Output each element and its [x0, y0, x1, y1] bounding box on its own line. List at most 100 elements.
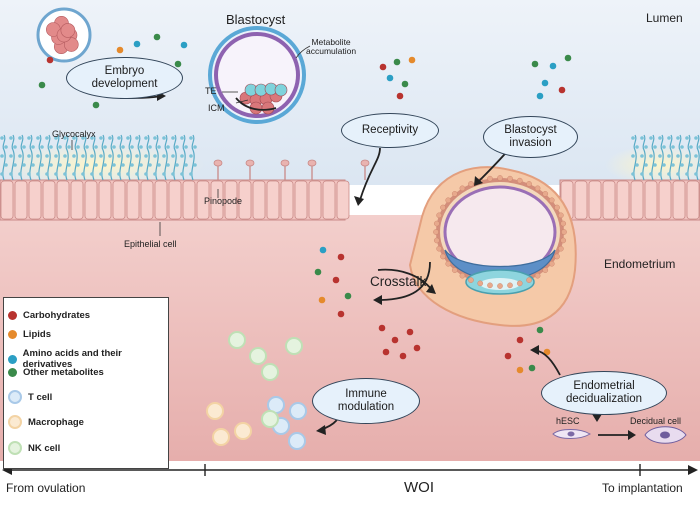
- trophoblast-dots: [433, 175, 567, 289]
- glycocalyx-bead: [13, 163, 17, 167]
- metabolite-dot: [396, 92, 404, 100]
- glycocalyx-bead: [94, 145, 98, 149]
- trophoblast-cell: [561, 229, 567, 235]
- glycocalyx-bead: [45, 172, 49, 176]
- glycocalyx-bead: [653, 145, 657, 149]
- glycocalyx-bead: [667, 172, 671, 176]
- pinopodes: [213, 159, 370, 180]
- glycocalyx-bead: [135, 172, 139, 176]
- icm-cell: [274, 83, 288, 97]
- glycocalyx-bead: [108, 136, 112, 140]
- glycocalyx-bead: [649, 136, 653, 140]
- glycocalyx-bead: [49, 145, 53, 149]
- glycocalyx-bead: [90, 136, 94, 140]
- legend-item-nk-cell: NK cell: [8, 441, 60, 455]
- trophoblast-cell: [548, 197, 555, 204]
- glycocalyx-bead: [27, 154, 31, 158]
- glycocalyx-bead: [635, 163, 639, 167]
- glycocalyx-bead: [121, 145, 125, 149]
- glycocalyx-bead: [40, 163, 44, 167]
- glycocalyx-bead: [644, 163, 648, 167]
- hesc-label: hESC: [556, 416, 580, 426]
- epithelial-cell: [602, 180, 616, 220]
- immune-cell: [261, 363, 279, 381]
- glycocalyx-strand: [182, 134, 186, 181]
- metabolite-dot: [133, 40, 141, 48]
- glycocalyx-bead: [72, 136, 76, 140]
- legend-label: Carbohydrates: [23, 310, 91, 321]
- glycocalyx-bead: [0, 172, 4, 176]
- glycocalyx-bead: [18, 154, 22, 158]
- trophoblast-cell: [468, 181, 474, 187]
- glycocalyx-bead: [644, 145, 648, 149]
- metabolite-dot: [174, 60, 182, 68]
- trophoblast-cell: [487, 282, 493, 289]
- glycocalyx-bead: [85, 145, 89, 149]
- timeline: [2, 464, 698, 476]
- pinopode-head: [307, 159, 317, 167]
- glycocalyx-bead: [689, 145, 693, 149]
- legend-item-t-cell: T cell: [8, 390, 52, 404]
- metabolite-dot: [541, 79, 549, 87]
- blastocyst-lumen: [208, 26, 306, 124]
- glycocalyx-bead: [153, 136, 157, 140]
- trophoblast-cell: [526, 181, 532, 187]
- glycocalyx-bead: [31, 163, 35, 167]
- epithelial-cell: [98, 180, 112, 220]
- glycocalyx-bead: [694, 136, 698, 140]
- glycocalyx-bead: [99, 154, 103, 158]
- glycocalyx-strand: [173, 134, 177, 181]
- metabolite-dot: [318, 296, 326, 304]
- trophoblast-cell: [497, 283, 503, 289]
- legend-item-macrophage: Macrophage: [8, 415, 84, 429]
- epithelial-cell: [140, 180, 154, 220]
- macrophage-icon: [8, 415, 22, 429]
- pinopode-head: [280, 159, 290, 167]
- glycocalyx-bead: [676, 154, 680, 158]
- glycocalyx-strand: [29, 134, 33, 181]
- glycocalyx-bead: [166, 163, 170, 167]
- epithelial-cell: [658, 180, 672, 220]
- immune-cell: [228, 331, 246, 349]
- epithelial-cell: [28, 180, 42, 220]
- receptivity-bubble: Receptivity: [341, 113, 439, 148]
- glycocalyx-strand: [651, 134, 655, 181]
- glycocalyx-strand: [38, 134, 42, 181]
- glycocalyx-bead: [662, 163, 666, 167]
- glycocalyx-label: Glycocalyx: [52, 129, 96, 139]
- legend: Carbohydrates Lipids Amino acids and the…: [3, 297, 169, 469]
- glycocalyx-bead: [144, 136, 148, 140]
- glycocalyx-strand: [101, 134, 105, 181]
- trophoblast-cell: [558, 212, 564, 219]
- immune-cell: [285, 337, 303, 355]
- epithelial-cell: [630, 180, 644, 220]
- epithelial-cell: [644, 180, 658, 220]
- glycocalyx-bead: [662, 145, 666, 149]
- glycocalyx-bead: [85, 163, 89, 167]
- epithelial-cell: [280, 180, 294, 220]
- metabolite-dot: [406, 328, 414, 336]
- legend-item-amino-acids: Amino acids and their derivatives: [8, 348, 168, 370]
- blastocyst-invasion-bubble: Blastocyst invasion: [483, 116, 578, 158]
- metabolite-dot: [92, 101, 100, 109]
- epithelial-cell: [126, 180, 140, 220]
- glycocalyx-bead: [4, 163, 8, 167]
- glycocalyx-strand: [56, 134, 60, 181]
- legend-label: Amino acids and their derivatives: [22, 348, 122, 370]
- morula-embryo: [36, 7, 92, 63]
- glycocalyx-strand: [110, 134, 114, 181]
- metabolite-dot: [332, 276, 340, 284]
- glycocalyx-bead: [144, 154, 148, 158]
- crosstalk-label: Crosstalk: [370, 274, 427, 289]
- endometrial-decidualization-bubble: Endometrial decidualization: [541, 371, 667, 415]
- glycocalyx-bead: [153, 172, 157, 176]
- glycocalyx-bead: [166, 145, 170, 149]
- glycocalyx-bead: [676, 172, 680, 176]
- glycocalyx-bead: [171, 172, 175, 176]
- glycocalyx-strand: [687, 134, 691, 181]
- glycocalyx-bead: [22, 163, 26, 167]
- epithelial-cell: [616, 180, 630, 220]
- icm-cell-cluster: [239, 82, 288, 115]
- trophoblast-cell: [433, 220, 440, 227]
- immune-cell: [288, 432, 306, 450]
